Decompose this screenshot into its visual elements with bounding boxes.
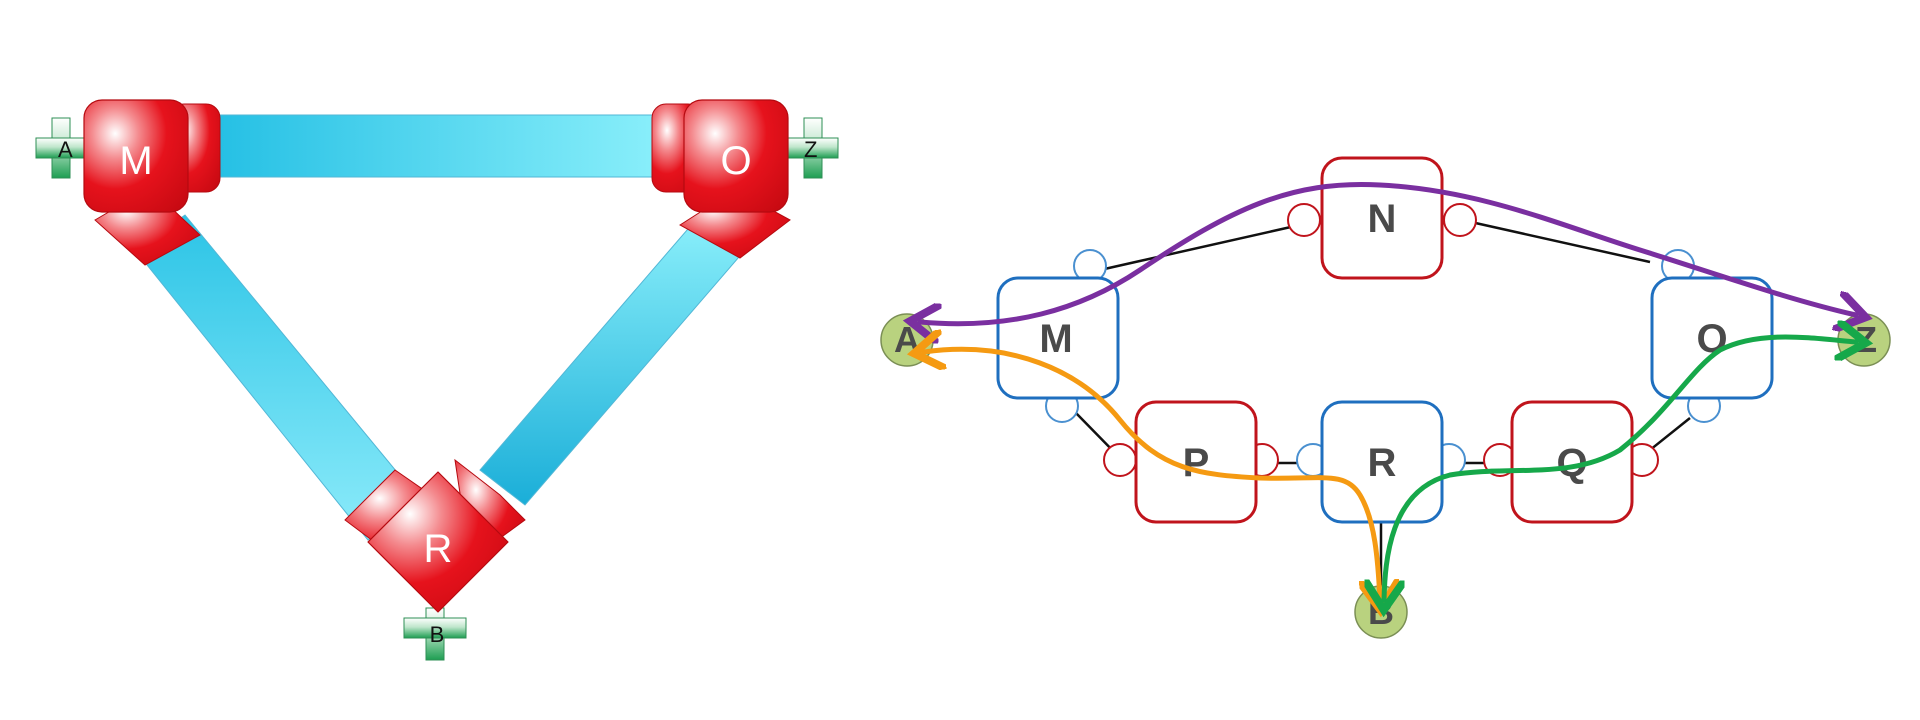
endpoint-label-z: Z — [1855, 319, 1877, 360]
path-purple-a-z — [920, 181, 1856, 323]
port-label-a: A — [58, 137, 73, 162]
joint-r: R — [344, 458, 526, 613]
box-label-m: M — [1039, 317, 1072, 361]
box-label-r: R — [1368, 441, 1397, 485]
tube-m-o — [189, 114, 671, 178]
endpoint-label-a: A — [894, 319, 920, 360]
box-q: Q — [1510, 400, 1634, 524]
tube-o-r — [479, 214, 746, 506]
box-r: R — [1320, 400, 1444, 524]
port-label-b: B — [430, 622, 445, 647]
joint-o: O — [651, 99, 791, 259]
port-b: B — [403, 607, 467, 661]
joint-label-r: R — [424, 527, 453, 571]
right-path-diagram: N M O P R Q A Z — [880, 156, 1891, 639]
port-label-z: Z — [804, 137, 817, 162]
port-z: Z — [787, 117, 839, 179]
joint-label-m: M — [119, 139, 152, 183]
joint-label-o: O — [720, 139, 751, 183]
box-m: M — [996, 276, 1120, 400]
box-label-p: P — [1183, 441, 1210, 485]
left-ring-diagram: A Z B M O R — [35, 99, 839, 661]
path-green-b-z — [1384, 337, 1856, 600]
joint-m: M — [83, 99, 221, 266]
port-a: A — [35, 117, 87, 179]
box-n: N — [1320, 156, 1444, 280]
box-label-n: N — [1368, 197, 1397, 241]
box-p: P — [1134, 400, 1258, 524]
